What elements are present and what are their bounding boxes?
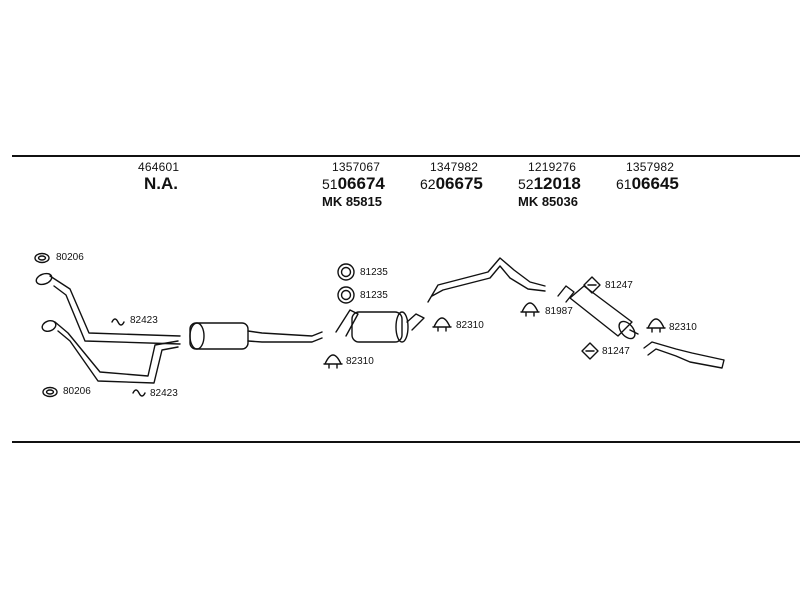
column-rear-muffler: 1219276 5212018 MK 85036 — [518, 160, 581, 209]
label-gasket-top: 80206 — [56, 252, 84, 263]
label-gasket-bottom: 80206 — [63, 386, 91, 397]
oem-main: 06674 — [337, 174, 385, 193]
part-status: N.A. — [144, 174, 178, 193]
rear-muffler-outlet — [629, 329, 639, 335]
gasket-top-icon — [34, 252, 50, 264]
label-clamp-mid-muffler: 82310 — [346, 356, 374, 367]
clamp-rear-b-icon — [646, 318, 666, 333]
flange-lower — [41, 320, 57, 332]
oem-number: 6106645 — [616, 174, 679, 194]
flange-upper — [35, 272, 53, 286]
rubber-bottom-icon — [581, 342, 599, 360]
ring-b-icon — [337, 286, 355, 304]
muffler-body — [351, 311, 403, 343]
column-front-muffler: 1357067 5106674 MK 85815 — [322, 160, 385, 209]
mk-number: MK 85815 — [322, 194, 382, 209]
part-number: 1357982 — [626, 160, 675, 174]
ring-b-inner — [340, 289, 352, 301]
gasket-bottom-icon — [42, 386, 58, 398]
front-catalyst-cap — [189, 322, 205, 350]
label-rubber-top: 81247 — [605, 280, 633, 291]
oem-prefix: 51 — [322, 176, 338, 192]
muffler-end-cap — [395, 311, 409, 343]
label-ring-b: 81235 — [360, 290, 388, 301]
ring-a-icon — [337, 263, 355, 281]
part-number: 464601 — [138, 160, 180, 174]
column-front-pipe: 464601 N.A. — [138, 160, 179, 194]
oem-main: 12018 — [533, 174, 581, 193]
rubber-top-icon — [583, 276, 601, 294]
oem-number: 6206675 — [420, 174, 483, 194]
clamp-rear-a-icon — [520, 302, 540, 317]
oem-number: 5106674 — [322, 174, 385, 194]
column-middle-pipe: 1347982 6206675 — [420, 160, 483, 194]
clamp-mid-muffler-icon — [323, 354, 343, 369]
oem-main: 06675 — [435, 174, 483, 193]
rear-muffler-cap — [618, 320, 636, 340]
pipe-lower-branch — [54, 321, 179, 384]
oem-main: 06645 — [631, 174, 679, 193]
catalyst-outlet — [247, 330, 323, 343]
mk-number: MK 85036 — [518, 194, 578, 209]
oem-prefix: 62 — [420, 176, 436, 192]
label-rubber-bottom: 81247 — [602, 346, 630, 357]
muffler-outlet — [406, 313, 425, 331]
clamp-mid-pipe-icon — [432, 317, 452, 332]
oem-prefix: 61 — [616, 176, 632, 192]
label-clamp-rear-a: 81987 — [545, 306, 573, 317]
part-number: 1357067 — [332, 160, 381, 174]
ring-a-inner — [340, 266, 352, 278]
middle-pipe — [427, 257, 546, 303]
front-pipe — [35, 272, 323, 384]
part-number: 1219276 — [528, 160, 577, 174]
label-clamp-rear-b: 82310 — [669, 322, 697, 333]
top-rule — [12, 155, 800, 157]
part-number: 1347982 — [430, 160, 479, 174]
front-muffler — [335, 309, 425, 343]
hanger-upper-icon — [111, 318, 125, 326]
hanger-lower-icon — [132, 389, 146, 397]
label-clamp-mid-pipe: 82310 — [456, 320, 484, 331]
pipe-upper-branch — [49, 275, 181, 345]
column-tail-pipe: 1357982 6106645 — [616, 160, 679, 194]
tail-pipe — [643, 341, 725, 369]
oem-prefix: 52 — [518, 176, 534, 192]
rear-muffler-body — [569, 285, 633, 337]
bottom-rule — [12, 441, 800, 443]
rear-muffler-inlet — [557, 285, 575, 303]
oem-number: 5212018 — [518, 174, 581, 194]
rear-muffler — [557, 285, 639, 340]
front-catalyst — [189, 322, 249, 350]
label-hanger-upper: 82423 — [130, 315, 158, 326]
label-hanger-lower: 82423 — [150, 388, 178, 399]
label-ring-a: 81235 — [360, 267, 388, 278]
